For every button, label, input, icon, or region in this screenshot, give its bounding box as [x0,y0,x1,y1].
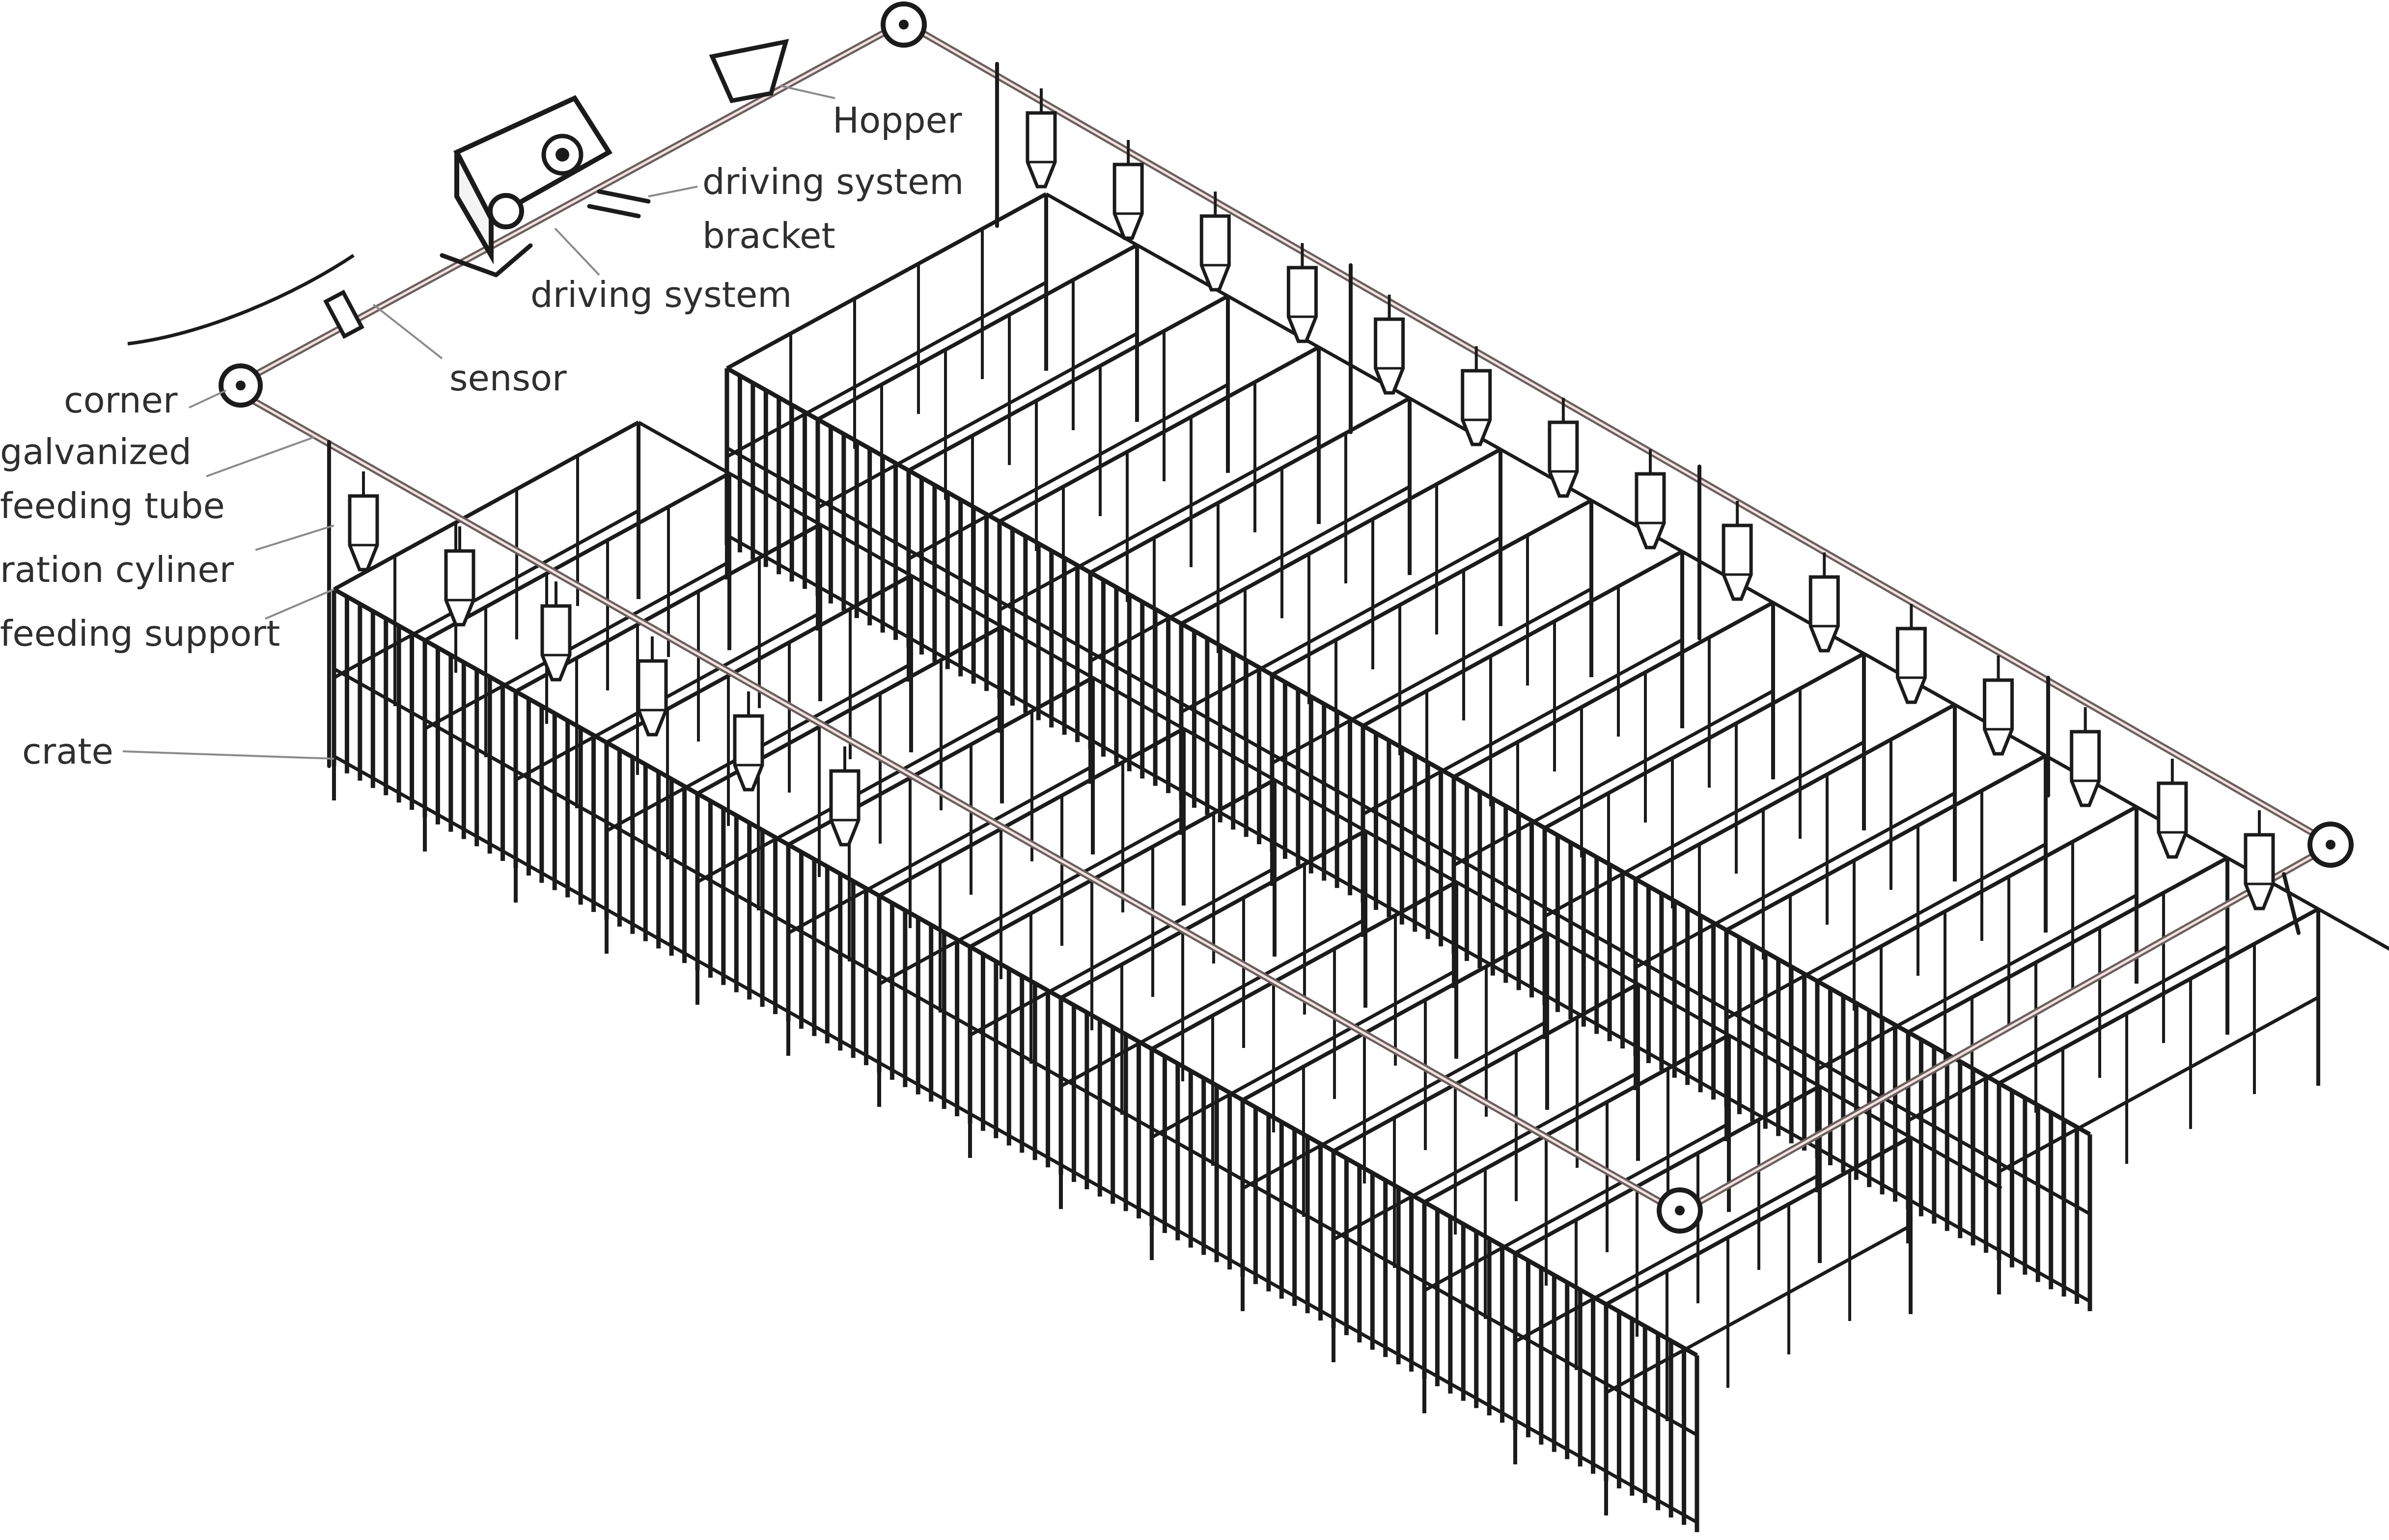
crate [1422,1033,1821,1430]
ration-cylinder [1808,552,1840,653]
crate [1149,880,1548,1277]
ration-cylinder [2244,810,2275,910]
crate [332,420,730,817]
crate [1088,396,1501,800]
leader-lines [122,85,835,760]
label-feeding-tube: feeding tube [0,485,225,526]
ration-cylinder [1722,501,1753,601]
ration-cylinder [2157,759,2188,859]
driving-system-bracket [440,189,651,277]
crate [1542,652,1956,1056]
corner-pulley-bottom [1657,1187,1703,1234]
crate [1240,931,1639,1328]
crate [1997,907,2389,1311]
ration-cylinder [444,526,475,627]
ration-cylinder [2070,707,2101,807]
label-driving-system-bracket-2: bracket [702,215,835,256]
crate [1179,447,1592,852]
ration-cylinder [1112,140,1144,240]
corner-pulley-top [881,1,927,48]
ration-cylinder [1286,243,1318,343]
crate [1451,601,1865,1005]
crate-row-front [332,420,2002,1532]
hopper [709,39,789,104]
corner-pulley-left [219,363,263,408]
crate [1906,856,2319,1260]
crate [815,243,1229,647]
crate [997,345,1411,749]
crate [1058,829,1457,1226]
label-corner: corner [64,380,178,421]
label-driving-system-bracket-1: driving system [702,161,964,202]
ration-cylinders [348,88,2275,910]
crate [1331,982,1730,1379]
ration-cylinder [1199,192,1231,292]
label-driving-system: driving system [530,274,792,315]
ration-cylinder [1374,295,1405,395]
ration-cylinder [1895,604,1927,704]
crate [786,676,1185,1072]
crate [724,192,1138,596]
label-ration-cylinder: ration cyliner [0,549,234,590]
ration-cylinder [1026,88,1057,189]
label-galvanized: galvanized [0,431,192,472]
ration-cylinder [1548,398,1579,498]
crate [1361,550,1774,954]
label-hopper: Hopper [833,100,962,141]
ration-cylinder [1635,449,1666,550]
sensor [127,254,364,346]
crate [1633,703,2047,1107]
crate [1604,1135,2002,1532]
ration-cylinder [540,581,572,682]
crate [1815,805,2228,1209]
crate [906,294,1320,698]
label-crate: crate [22,731,113,772]
ration-cylinder [733,691,764,792]
crate [877,727,1276,1124]
crate [1724,754,2138,1158]
ration-cylinder [1461,346,1492,446]
corner-pulley-right [2307,822,2354,868]
ration-cylinder [829,746,861,847]
ration-cylinder [348,471,379,572]
crate-row-back [724,192,2389,1311]
crate [1513,1084,1912,1481]
ration-cylinder [637,636,668,737]
crate [1270,498,1683,903]
label-feeding-support: feeding support [0,613,280,654]
driving-system [453,95,613,265]
ration-cylinder [1983,656,2014,756]
label-sensor: sensor [449,358,567,399]
